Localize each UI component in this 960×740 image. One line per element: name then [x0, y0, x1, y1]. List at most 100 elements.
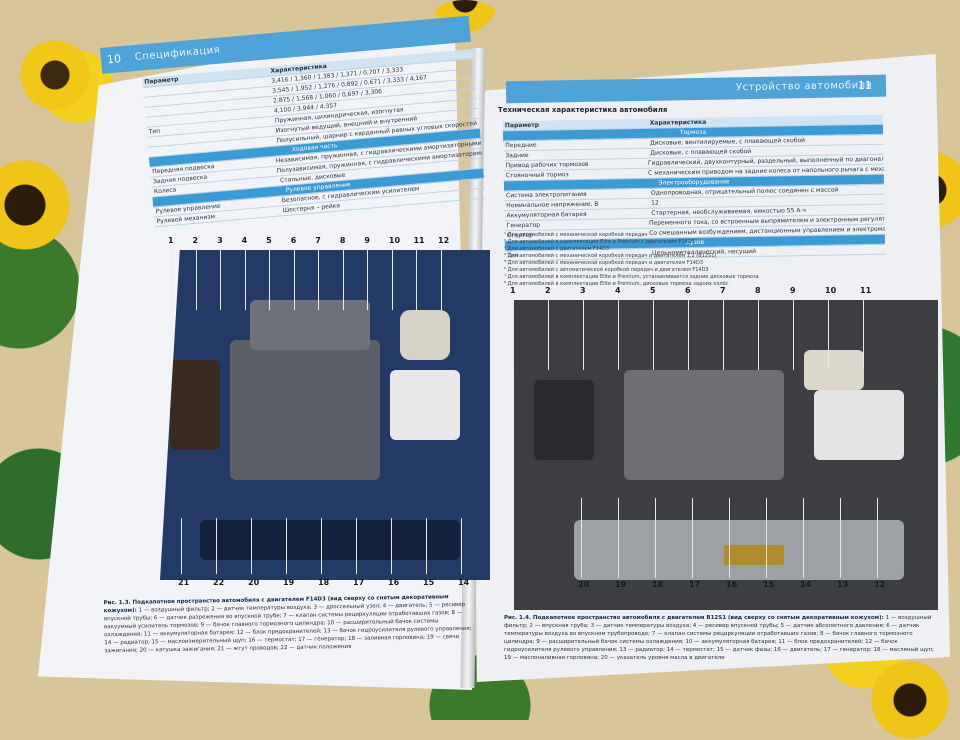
- callout-number: 22: [213, 578, 225, 587]
- callout-number: 6: [685, 286, 691, 295]
- callout-leader-line: [877, 498, 878, 578]
- callout-number: 9: [790, 286, 796, 295]
- footnote: ³ Для автомобилей с двигателем F14D3: [504, 246, 610, 252]
- callout-leader-line: [618, 498, 619, 578]
- callout-leader-line: [391, 518, 392, 574]
- callout-number: 18: [318, 578, 330, 587]
- callout-leader-line: [793, 300, 794, 370]
- left-page-number: 10: [106, 52, 122, 67]
- radiator-grille: [200, 520, 460, 560]
- callout-number: 12: [874, 580, 886, 589]
- callout-number: 3: [580, 286, 586, 295]
- callout-number: 1: [168, 236, 174, 245]
- callout-leader-line: [195, 250, 197, 310]
- callout-number: 20: [248, 578, 260, 587]
- coolant-reservoir: [804, 350, 864, 390]
- callout-leader-line: [441, 250, 442, 310]
- callout-leader-line: [840, 498, 841, 578]
- callout-leader-line: [216, 518, 217, 574]
- callout-leader-line: [692, 498, 693, 578]
- air-filter-box: [170, 360, 220, 450]
- callout-leader-line: [758, 300, 759, 370]
- callout-number: 2: [545, 286, 551, 295]
- callout-leader-line: [863, 300, 864, 370]
- callout-number: 19: [615, 580, 627, 589]
- callout-number: 15: [763, 580, 775, 589]
- callout-number: 4: [615, 286, 621, 295]
- right-figure-caption: Рис. 1.4. Подкапотное пространство автом…: [504, 614, 934, 662]
- callout-number: 17: [689, 580, 701, 589]
- callout-leader-line: [581, 498, 582, 578]
- callout-number: 16: [726, 580, 738, 589]
- callout-leader-line: [766, 498, 767, 578]
- callout-number: 11: [860, 286, 872, 295]
- coolant-reservoir: [400, 310, 450, 360]
- callout-leader-line: [513, 300, 514, 370]
- footnote: ¹ Для автомобилей с механической коробко…: [504, 232, 648, 238]
- footnote: ⁵ Для автомобилей с механической коробко…: [504, 260, 704, 266]
- right-page-header-title: Устройство автомобиля: [735, 79, 873, 94]
- footnote: ⁷ Для автомобилей в комплектации Elite и…: [504, 274, 759, 280]
- callout-number: 21: [178, 578, 190, 587]
- engine-bay-photo-right: [514, 300, 938, 610]
- engine-bay-photo-left: [160, 250, 490, 580]
- sunflower-decoration: [0, 160, 70, 250]
- callout-number: 14: [800, 580, 812, 589]
- callout-number: 18: [652, 580, 664, 589]
- callout-number: 8: [339, 236, 346, 245]
- right-caption-body: 1 — воздушный фильтр; 2 — впускная труба…: [504, 615, 934, 661]
- footnote: ⁴ Для автомобилей с механической коробко…: [504, 253, 717, 259]
- callout-leader-line: [367, 250, 369, 310]
- callout-number: 16: [388, 578, 400, 587]
- intake-manifold: [250, 300, 370, 350]
- callout-number: 7: [315, 236, 321, 245]
- callout-number: 13: [837, 580, 849, 589]
- battery: [814, 390, 904, 460]
- callout-number: 14: [458, 578, 470, 587]
- left-spec-table: Параметр Характеристика 3,416 / 1,360 / …: [142, 49, 486, 228]
- callout-leader-line: [244, 250, 246, 310]
- sunflower-decoration: [20, 40, 90, 110]
- callout-leader-line: [391, 250, 393, 310]
- left-caption-body: 1 — воздушный фильтр; 2 — датчик темпера…: [103, 601, 472, 655]
- left-page-header-title: Спецификация: [134, 44, 221, 63]
- engine-block: [624, 370, 784, 480]
- callout-number: 6: [290, 236, 297, 245]
- callout-leader-line: [828, 300, 829, 370]
- callout-leader-line: [729, 498, 730, 578]
- callout-leader-line: [251, 518, 252, 574]
- callout-number: 17: [353, 578, 365, 587]
- callout-leader-line: [461, 518, 462, 574]
- open-book: 10 Спецификация Устройство автомобиля 11…: [38, 15, 950, 698]
- callout-number: 5: [266, 236, 272, 245]
- callout-leader-line: [171, 250, 172, 310]
- footnote: ² Для автомобилей в комплектации Elite и…: [504, 239, 695, 245]
- callout-leader-line: [653, 300, 654, 370]
- footnote: ⁶ Для автомобилей с автоматической короб…: [504, 267, 709, 273]
- table-section-title: Тормоза: [679, 128, 707, 137]
- callout-number: 10: [825, 286, 837, 295]
- callout-leader-line: [181, 518, 182, 574]
- callout-leader-line: [293, 250, 295, 310]
- callout-number: 10: [388, 236, 401, 245]
- callout-leader-line: [416, 250, 418, 310]
- callout-leader-line: [220, 250, 222, 310]
- callout-number: 7: [720, 286, 726, 295]
- callout-number: 19: [283, 578, 295, 587]
- callout-number: 5: [650, 286, 656, 295]
- right-page-number: 11: [857, 78, 873, 93]
- callout-number: 15: [423, 578, 435, 587]
- right-caption-title: Рис. 1.4. Подкапотное пространство автом…: [504, 615, 884, 621]
- footnote: ⁸ Для автомобилей в комплектации Elite и…: [504, 281, 729, 287]
- right-table-footnotes: ¹ Для автомобилей с механической коробко…: [504, 232, 874, 288]
- callout-leader-line: [269, 250, 271, 310]
- callout-leader-line: [688, 300, 689, 370]
- callout-leader-line: [318, 250, 320, 310]
- right-table-caption: Техническая характеристика автомобиля: [498, 106, 668, 114]
- callout-number: 1: [510, 286, 516, 295]
- left-figure-caption: Рис. 1.3. Подкапотное пространство автом…: [104, 593, 477, 655]
- callout-number: 4: [241, 236, 248, 245]
- callout-leader-line: [618, 300, 619, 370]
- callout-number: 8: [755, 286, 761, 295]
- callout-leader-line: [655, 498, 656, 578]
